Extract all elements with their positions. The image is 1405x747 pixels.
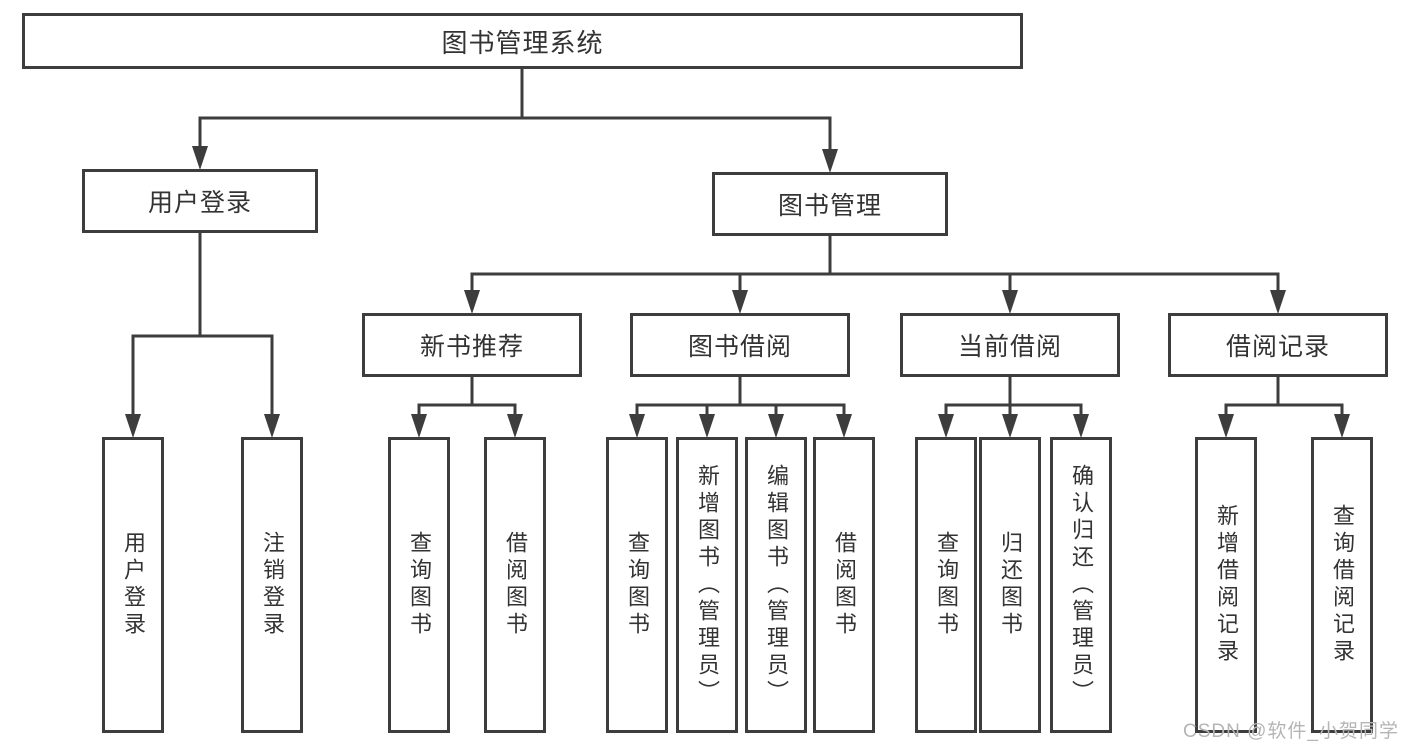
leaf-records-query-record: 查询借阅记录 xyxy=(1311,437,1373,733)
leaf-current-return-book: 归还图书 xyxy=(979,437,1041,733)
node-library-management-system: 图书管理系统 xyxy=(22,13,1023,69)
csdn-watermark: CSDN @软件_小贺同学 xyxy=(1183,721,1399,742)
node-new-book-recommendation: 新书推荐 xyxy=(362,313,582,377)
node-book-borrowing: 图书借阅 xyxy=(630,313,850,377)
leaf-records-add-record: 新增借阅记录 xyxy=(1195,437,1257,733)
node-label: 图书管理系统 xyxy=(441,27,604,58)
leaf-rec-query-book: 查询图书 xyxy=(388,437,450,733)
leaf-label: 查询借阅记录 xyxy=(1330,504,1355,666)
node-label: 用户登录 xyxy=(147,189,252,217)
leaf-label: 确认归还（管理员） xyxy=(1069,463,1094,707)
connector-bookborrow-to-leaves xyxy=(629,375,852,438)
leaf-user-login: 用户登录 xyxy=(102,437,164,733)
leaf-current-confirm-return-admin: 确认归还（管理员） xyxy=(1050,437,1112,733)
node-label: 当前借阅 xyxy=(957,333,1062,361)
node-label: 图书管理 xyxy=(777,192,882,220)
leaf-borrow-add-book-admin: 新增图书（管理员） xyxy=(676,437,738,733)
leaf-label: 查询图书 xyxy=(625,531,650,639)
connector-root-to-level2 xyxy=(192,67,838,173)
node-label: 新书推荐 xyxy=(419,333,524,361)
connector-borrowrecords-to-leaves xyxy=(1218,375,1350,438)
leaf-borrow-edit-book-admin: 编辑图书（管理员） xyxy=(745,437,807,733)
leaf-label: 查询图书 xyxy=(407,531,432,639)
leaf-label: 新增图书（管理员） xyxy=(695,463,720,707)
connector-newbookrec-to-leaves xyxy=(411,375,523,438)
leaf-label: 借阅图书 xyxy=(503,531,528,639)
connector-currentborrow-to-leaves xyxy=(938,375,1089,438)
node-borrowing-records: 借阅记录 xyxy=(1168,313,1388,377)
leaf-label: 借阅图书 xyxy=(832,531,857,639)
leaf-logout: 注销登录 xyxy=(241,437,303,733)
leaf-current-query-book: 查询图书 xyxy=(915,437,977,733)
leaf-borrow-borrow-book: 借阅图书 xyxy=(813,437,875,733)
node-book-management: 图书管理 xyxy=(712,172,948,236)
node-user-login: 用户登录 xyxy=(82,169,318,233)
leaf-label: 归还图书 xyxy=(998,531,1023,639)
leaf-rec-borrow-book: 借阅图书 xyxy=(484,437,546,733)
leaf-borrow-query-book: 查询图书 xyxy=(606,437,668,733)
leaf-label: 编辑图书（管理员） xyxy=(764,463,789,707)
connector-userlogin-to-leaves xyxy=(125,231,280,438)
connector-bookmgmt-to-level3 xyxy=(464,234,1286,314)
leaf-label: 用户登录 xyxy=(121,531,146,639)
leaf-label: 注销登录 xyxy=(260,531,285,639)
node-current-borrowing: 当前借阅 xyxy=(900,313,1120,377)
leaf-label: 新增借阅记录 xyxy=(1214,504,1239,666)
leaf-label: 查询图书 xyxy=(934,531,959,639)
node-label: 借阅记录 xyxy=(1225,333,1330,361)
node-label: 图书借阅 xyxy=(687,333,792,361)
